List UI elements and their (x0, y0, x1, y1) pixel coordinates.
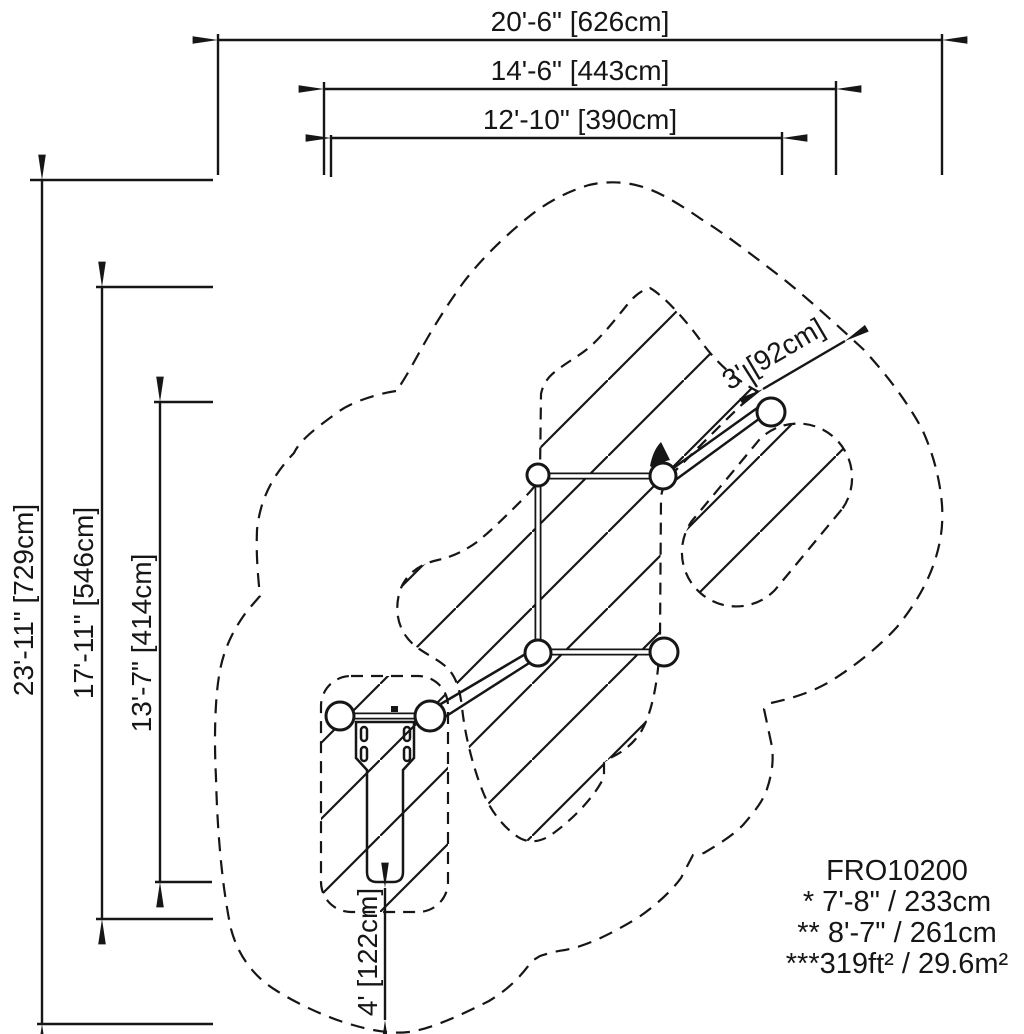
post (648, 636, 680, 668)
model-number: FRO10200 (826, 855, 968, 887)
title-block: FRO10200 * 7'-8" / 233cm ** 8'-7" / 261c… (786, 855, 1009, 980)
diagonal-struts (433, 404, 764, 724)
extension-tick (741, 364, 759, 388)
hanger-dot (391, 706, 398, 712)
swing-frame-structure (324, 396, 787, 884)
dim-line-diagonal (739, 324, 869, 406)
hatched-footprint-zones (319, 286, 854, 914)
post (324, 700, 356, 732)
use-zone-outline (213, 181, 944, 1034)
post (648, 461, 678, 491)
note-fall-height: * 7'-8" / 233cm (803, 886, 991, 918)
frame-posts (324, 396, 787, 733)
dim-label-inner-width: 12'-10" [390cm] (483, 104, 677, 135)
post (523, 638, 553, 668)
dim-label-frame-width: 14'-6" [443cm] (491, 55, 670, 86)
post (525, 462, 551, 488)
note-use-zone-area: ***319ft² / 29.6m² (786, 948, 1009, 980)
hanger-cap (650, 442, 670, 470)
post (413, 699, 447, 733)
note-deck-height: ** 8'-7" / 261cm (797, 917, 997, 949)
right-hatched-zone (680, 422, 854, 608)
top-dimensions (192, 34, 968, 177)
central-hatched-zone (396, 286, 759, 843)
dim-label-inner-depth: 13'-7" [414cm] (126, 554, 157, 733)
dim-label-overall-depth: 23'-11" [729cm] (8, 504, 39, 696)
dim-label-frame-depth: 17'-11" [546cm] (68, 507, 99, 699)
post (755, 396, 787, 428)
extension-lines (30, 178, 213, 1026)
left-dimensions (30, 154, 213, 1034)
diagonal-clearance-dimension (739, 324, 869, 406)
swing-seat-bracket (354, 706, 416, 884)
dim-label-bottom: 4' [122cm] (352, 888, 383, 1016)
extension-lines (216, 34, 944, 177)
dim-label-overall-width: 20'-6" [626cm] (491, 6, 670, 37)
